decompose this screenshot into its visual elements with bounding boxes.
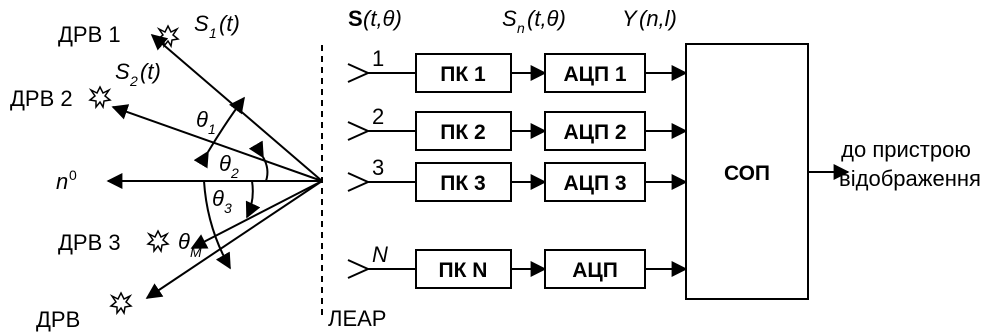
svg-text:θ: θ <box>212 186 224 211</box>
label-signal-s: S (t,θ) <box>348 6 402 31</box>
label-signal-y: Y (n,l) <box>622 6 677 31</box>
adc-block <box>544 111 646 151</box>
adc-block <box>544 249 646 289</box>
channel-1: 1 ПК 1 АЦП 1 <box>347 46 688 93</box>
label-s1: S 1 (t) <box>194 11 240 41</box>
burst-icon-drv2 <box>88 85 112 110</box>
burst-icon-drv1 <box>156 24 180 49</box>
svg-text:1: 1 <box>208 121 216 137</box>
svg-text:θ: θ <box>196 107 208 132</box>
pk-block <box>415 53 512 93</box>
svg-text:S: S <box>502 6 517 31</box>
label-thetaM: θ M <box>178 229 202 260</box>
antenna-icon <box>347 172 371 192</box>
label-drv: ДРВ <box>36 307 80 332</box>
label-signal-sn: S n (t,θ) <box>502 6 566 36</box>
angle-arc-theta3 <box>245 180 261 219</box>
svg-text:S: S <box>348 6 363 31</box>
svg-text:2: 2 <box>129 73 138 89</box>
svg-text:2: 2 <box>230 165 239 181</box>
antenna-icon <box>347 259 371 279</box>
svg-text:ПК 3: ПК 3 <box>440 172 485 195</box>
pk-block <box>415 249 512 289</box>
output-label-line1: до пристрою <box>841 137 971 162</box>
antenna-icon <box>347 63 371 83</box>
label-array: ЛЕАР <box>328 306 386 331</box>
label-theta2: θ 2 <box>219 151 239 181</box>
svg-text:n: n <box>517 20 525 36</box>
svg-text:АЦП 2: АЦП 2 <box>563 121 626 144</box>
pk-block <box>415 162 512 202</box>
svg-text:θ: θ <box>178 229 190 254</box>
svg-text:θ: θ <box>219 151 231 176</box>
svg-text:S: S <box>115 59 130 84</box>
burst-icon-drv <box>109 291 133 316</box>
svg-text:0: 0 <box>69 167 77 183</box>
svg-text:АЦП 1: АЦП 1 <box>563 63 626 86</box>
sop-block: СОП <box>685 43 809 300</box>
label-s2: S 2 (t) <box>115 59 161 89</box>
svg-text:S: S <box>194 11 209 36</box>
svg-text:(t): (t) <box>219 11 240 36</box>
svg-text:Y: Y <box>622 6 638 31</box>
label-theta1: θ 1 <box>196 107 216 137</box>
svg-text:M: M <box>190 244 202 260</box>
svg-text:АЦП 3: АЦП 3 <box>563 172 626 195</box>
channel-2: 2 ПК 2 АЦП 2 <box>347 104 688 151</box>
element-number: 1 <box>372 46 384 71</box>
burst-icon-drv3 <box>146 229 170 254</box>
ray-drv2 <box>111 104 323 182</box>
svg-text:3: 3 <box>224 200 232 216</box>
angle-arc-theta1 <box>193 96 245 169</box>
pk-block <box>415 111 512 151</box>
svg-text:(t,θ): (t,θ) <box>527 6 566 31</box>
svg-text:АЦП: АЦП <box>572 259 618 282</box>
ray-drv-m <box>145 180 323 299</box>
svg-text:1: 1 <box>209 25 217 41</box>
channel-3: 3 ПК 3 АЦП 3 <box>347 155 688 202</box>
element-number: N <box>372 242 388 267</box>
element-number: 3 <box>372 155 384 180</box>
output-label-line2: відображення <box>839 166 981 191</box>
antenna-icon <box>347 121 371 141</box>
channel-n: N ПК N АЦП <box>347 242 688 289</box>
svg-text:СОП: СОП <box>724 162 770 185</box>
angle-arc-theta2 <box>248 140 269 182</box>
label-normal: n 0 <box>56 167 77 194</box>
element-number: 2 <box>372 104 384 129</box>
angle-arc-thetaM <box>203 180 231 270</box>
svg-text:(t): (t) <box>140 59 161 84</box>
label-drv3: ДРВ 3 <box>58 230 121 255</box>
label-drv1: ДРВ 1 <box>58 22 121 47</box>
svg-text:ПК 1: ПК 1 <box>440 63 486 86</box>
svg-text:(t,θ): (t,θ) <box>363 6 402 31</box>
label-drv2: ДРВ 2 <box>10 86 73 111</box>
svg-text:(n,l): (n,l) <box>639 6 677 31</box>
svg-text:ПК 2: ПК 2 <box>440 121 485 144</box>
svg-text:ПК N: ПК N <box>439 259 488 282</box>
svg-text:n: n <box>56 169 68 194</box>
label-theta3: θ 3 <box>212 186 232 216</box>
